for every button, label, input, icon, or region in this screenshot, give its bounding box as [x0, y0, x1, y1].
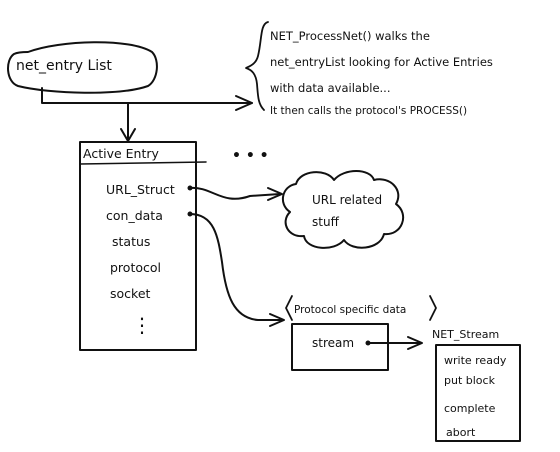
note-line-2: net_entryList looking for Active Entries [270, 55, 493, 69]
method-write-ready: write ready [444, 354, 507, 367]
method-put-block: put block [444, 374, 496, 387]
protocol-data-box: Protocol specific data stream [285, 295, 437, 371]
active-entry-title: Active Entry [83, 146, 159, 161]
method-abort: abort [446, 426, 476, 439]
field-protocol: protocol [110, 260, 161, 275]
protocol-data-title: Protocol specific data [294, 304, 406, 316]
process-note: NET_ProcessNet() walks the net_entryList… [245, 21, 493, 117]
field-status: status [112, 234, 150, 249]
method-complete: complete [444, 402, 496, 415]
field-con-data: con_data [106, 208, 163, 223]
field-socket: socket [110, 286, 151, 301]
con-data-arrow [189, 213, 285, 327]
cloud-line-2: stuff [312, 215, 340, 229]
cloud-line-1: URL related [312, 193, 382, 207]
net-stream-box: NET_Stream write ready put block complet… [432, 328, 521, 442]
field-more-dots: ⋮ [132, 313, 152, 337]
protocol-field-stream: stream [312, 336, 354, 350]
net-stream-title: NET_Stream [432, 328, 499, 341]
field-url-struct: URL_Struct [106, 182, 175, 197]
url-related-cloud: URL related stuff [281, 170, 405, 249]
note-line-4: It then calls the protocol's PROCESS() [270, 105, 467, 117]
list-connectors [41, 87, 253, 142]
note-line-3: with data available... [270, 81, 391, 95]
net-entry-list-label: net_entry List [16, 58, 112, 74]
stream-arrow [367, 336, 423, 350]
net-entry-list-node: net_entry List [7, 41, 158, 94]
url-struct-arrow [189, 186, 283, 201]
active-entry-box: Active Entry URL_Struct con_data status … [79, 141, 207, 351]
more-entries-ellipsis: • • • [232, 148, 269, 164]
note-line-1: NET_ProcessNet() walks the [270, 29, 430, 43]
